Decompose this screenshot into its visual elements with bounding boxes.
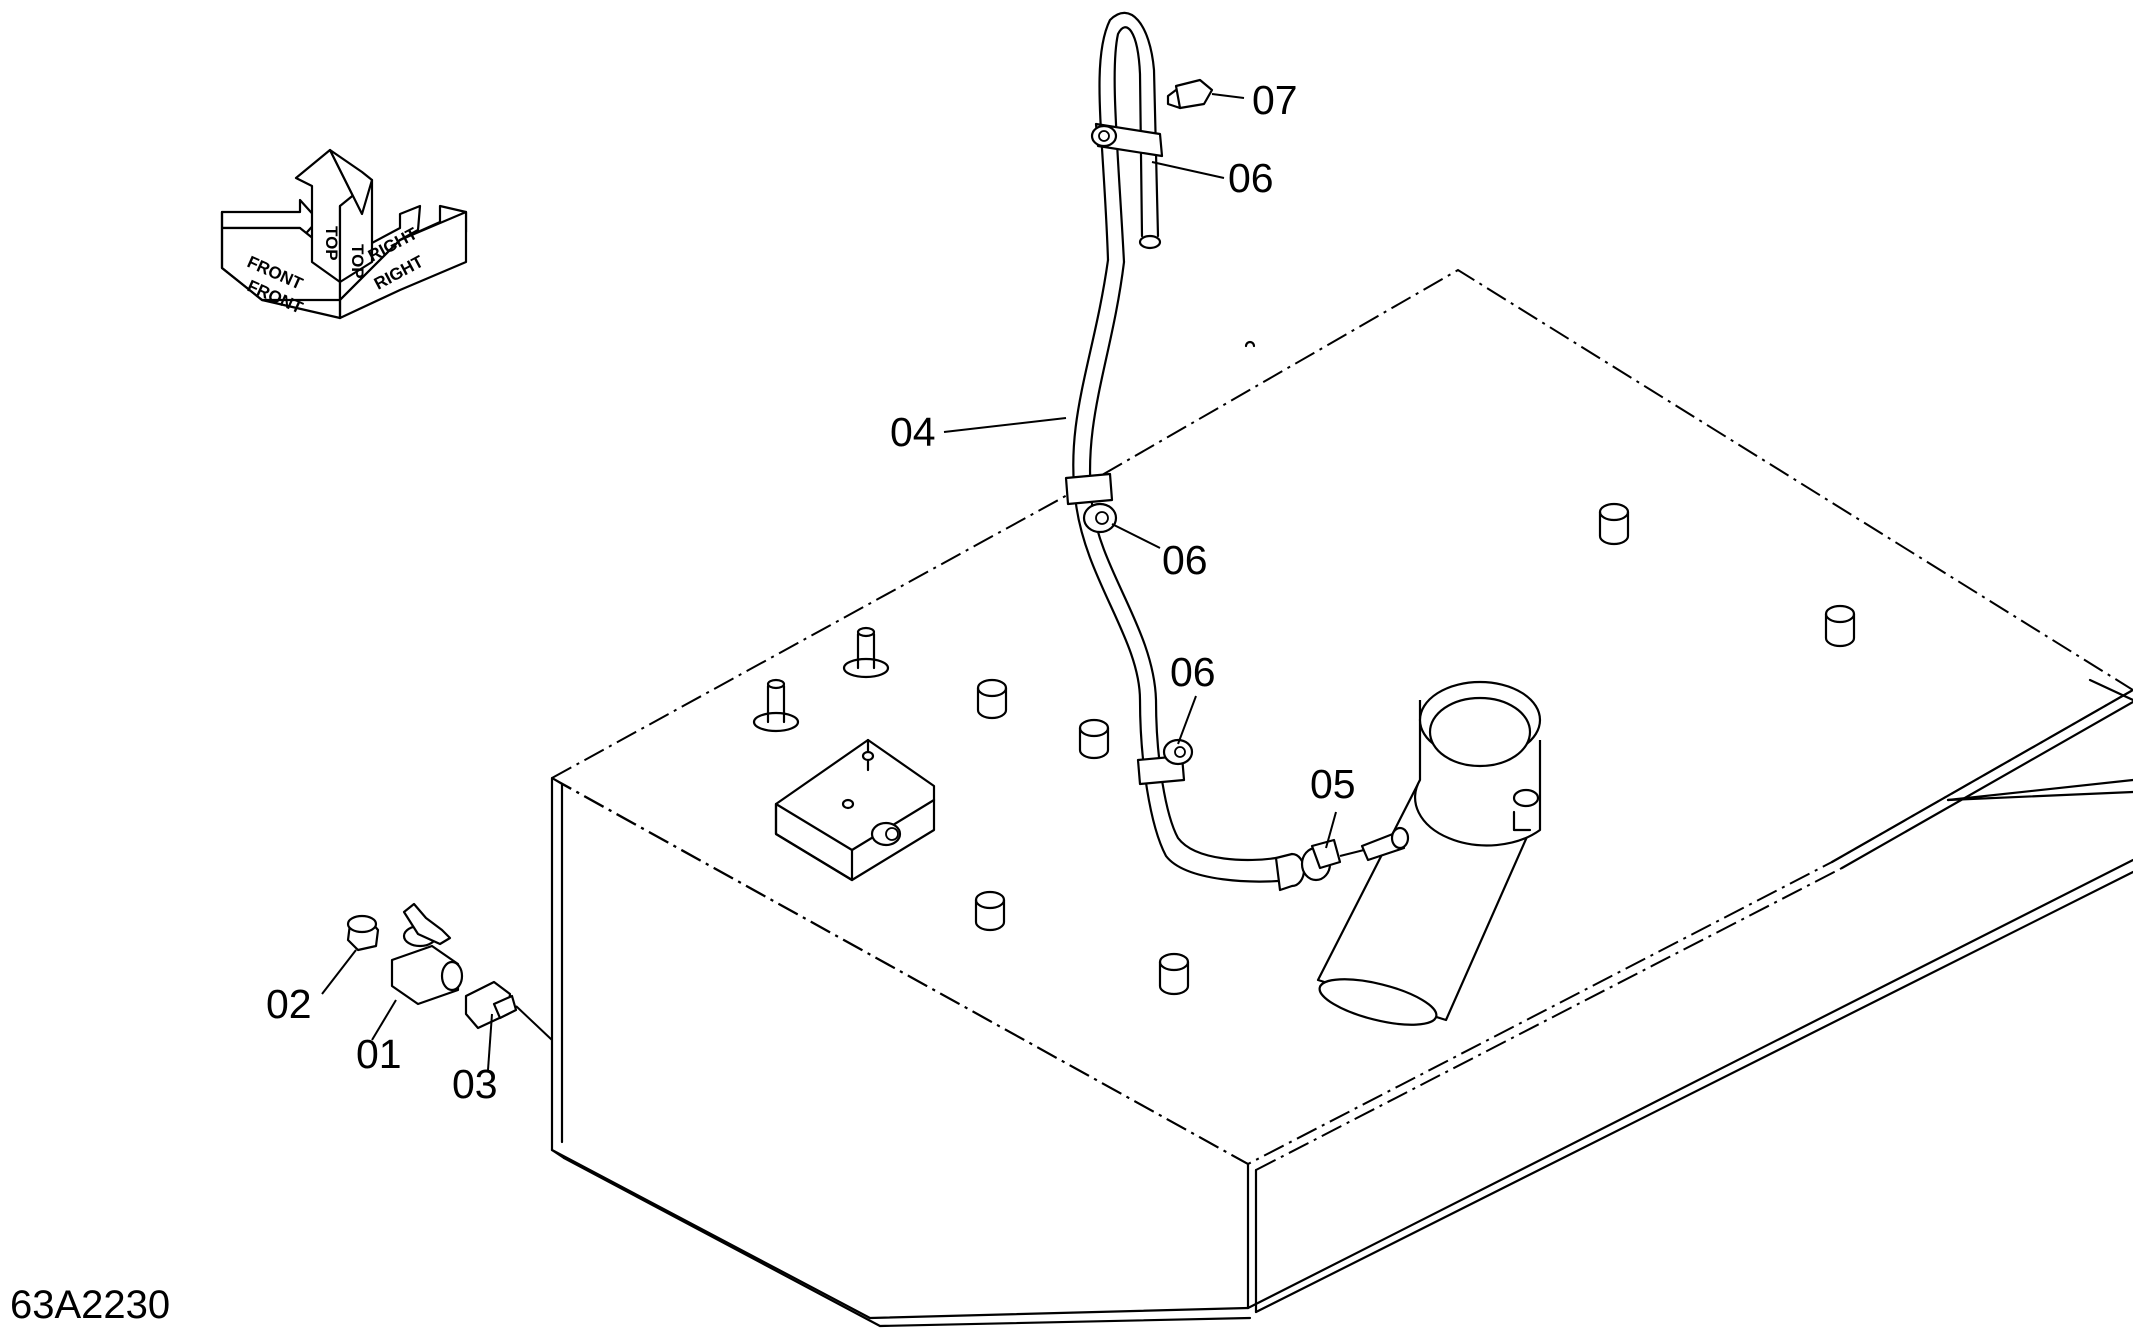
top-label: TOP: [322, 226, 341, 261]
hose-04: [1072, 11, 1306, 892]
drain-leader: [515, 1005, 553, 1041]
tank-bosses: [752, 340, 1856, 996]
callout-06-middle: 06: [1162, 537, 1208, 583]
boss-2: [1078, 718, 1110, 760]
callout-03: 03: [452, 1061, 498, 1107]
fitting-2: [842, 626, 890, 679]
callout-04: 04: [890, 409, 936, 455]
drain-cock-01: [390, 902, 464, 1006]
boss-4: [1824, 604, 1856, 648]
callout-07: 07: [1252, 77, 1298, 123]
callout-01: 01: [356, 1031, 402, 1077]
clamp-06-middle: [1064, 472, 1118, 534]
nipple-03: [464, 980, 518, 1030]
boss-1: [976, 678, 1008, 720]
callout-06-top: 06: [1228, 155, 1274, 201]
boss-5: [974, 890, 1006, 932]
figure-id: 63A2230: [10, 1283, 170, 1327]
orientation-symbol: FRONT FRONT TOP TOP RIGHT RIGHT: [220, 148, 468, 320]
callout-06-lower: 06: [1170, 649, 1216, 695]
bracket: [774, 738, 936, 882]
top-label-lower: TOP: [348, 244, 367, 279]
leader-lines: [321, 93, 1337, 1071]
callout-05: 05: [1310, 761, 1356, 807]
bolt-07: [1166, 78, 1214, 110]
boss-3: [1598, 502, 1630, 546]
hose-clamp-05: [1300, 826, 1410, 882]
plug-02: [346, 914, 380, 952]
fuel-tank: [550, 268, 2133, 1328]
filler-neck: [1316, 680, 1542, 1026]
callout-02: 02: [266, 981, 312, 1027]
clamp-06-lower: [1136, 738, 1194, 786]
clamp-06-top: [1090, 122, 1164, 158]
boss-6: [1158, 952, 1190, 996]
fitting-1: [752, 678, 800, 733]
